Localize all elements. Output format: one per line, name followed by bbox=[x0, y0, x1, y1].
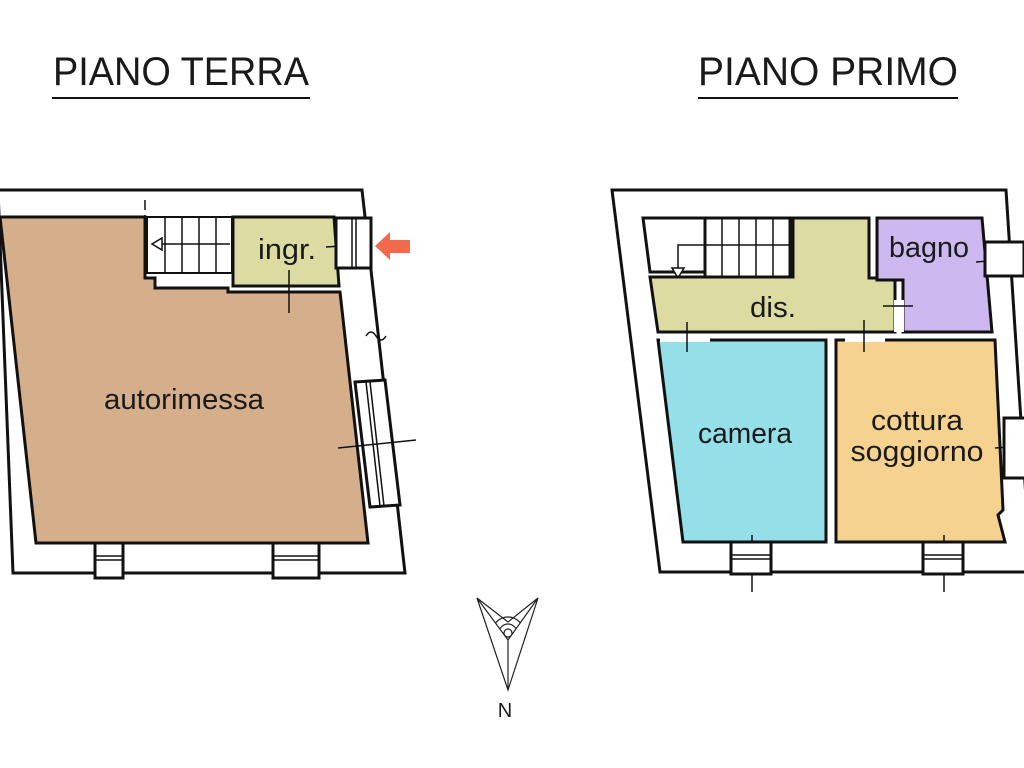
room-label-dis: dis. bbox=[750, 292, 796, 324]
entrance-arrow-icon bbox=[375, 232, 410, 260]
room-autorimessa bbox=[0, 215, 370, 545]
window-mark bbox=[337, 439, 417, 449]
room-label-cottura: cottura bbox=[871, 405, 964, 437]
compass-north-label: N bbox=[498, 700, 512, 722]
break-symbol-icon bbox=[365, 331, 387, 341]
first-floor-title: PIANO PRIMO bbox=[698, 50, 958, 94]
room-ingresso bbox=[231, 215, 341, 288]
room-disimpegno bbox=[648, 216, 897, 334]
north-compass-icon bbox=[476, 597, 539, 692]
room-camera bbox=[656, 338, 828, 544]
entrance-door bbox=[334, 216, 373, 270]
ground-floor-plan: autorimessa ingr. bbox=[0, 188, 417, 580]
window-south-2 bbox=[921, 540, 965, 576]
door-opening bbox=[660, 334, 710, 342]
ground-floor-title: PIANO TERRA bbox=[53, 50, 309, 94]
stairs-first-floor bbox=[703, 216, 792, 279]
room-label-ingresso: ingr. bbox=[258, 234, 316, 266]
room-label-camera: camera bbox=[698, 418, 793, 450]
first-floor-plan: dis. bagno camera cottura soggiorno bbox=[610, 188, 1024, 592]
room-label-soggiorno: soggiorno bbox=[851, 436, 984, 468]
stair-steps bbox=[155, 217, 230, 273]
window-east bbox=[1002, 416, 1024, 480]
stair-direction-arrow-icon bbox=[670, 267, 686, 280]
room-label-bagno: bagno bbox=[889, 232, 969, 264]
window-bagno bbox=[983, 240, 1024, 278]
stair-direction-arrow-icon bbox=[150, 236, 163, 252]
window-south-1 bbox=[729, 540, 773, 576]
room-cottura-soggiorno bbox=[834, 338, 1007, 544]
door-opening bbox=[845, 334, 885, 342]
room-label-autorimessa: autorimessa bbox=[104, 384, 265, 416]
stair-steps bbox=[677, 218, 790, 277]
door-opening bbox=[894, 300, 904, 332]
